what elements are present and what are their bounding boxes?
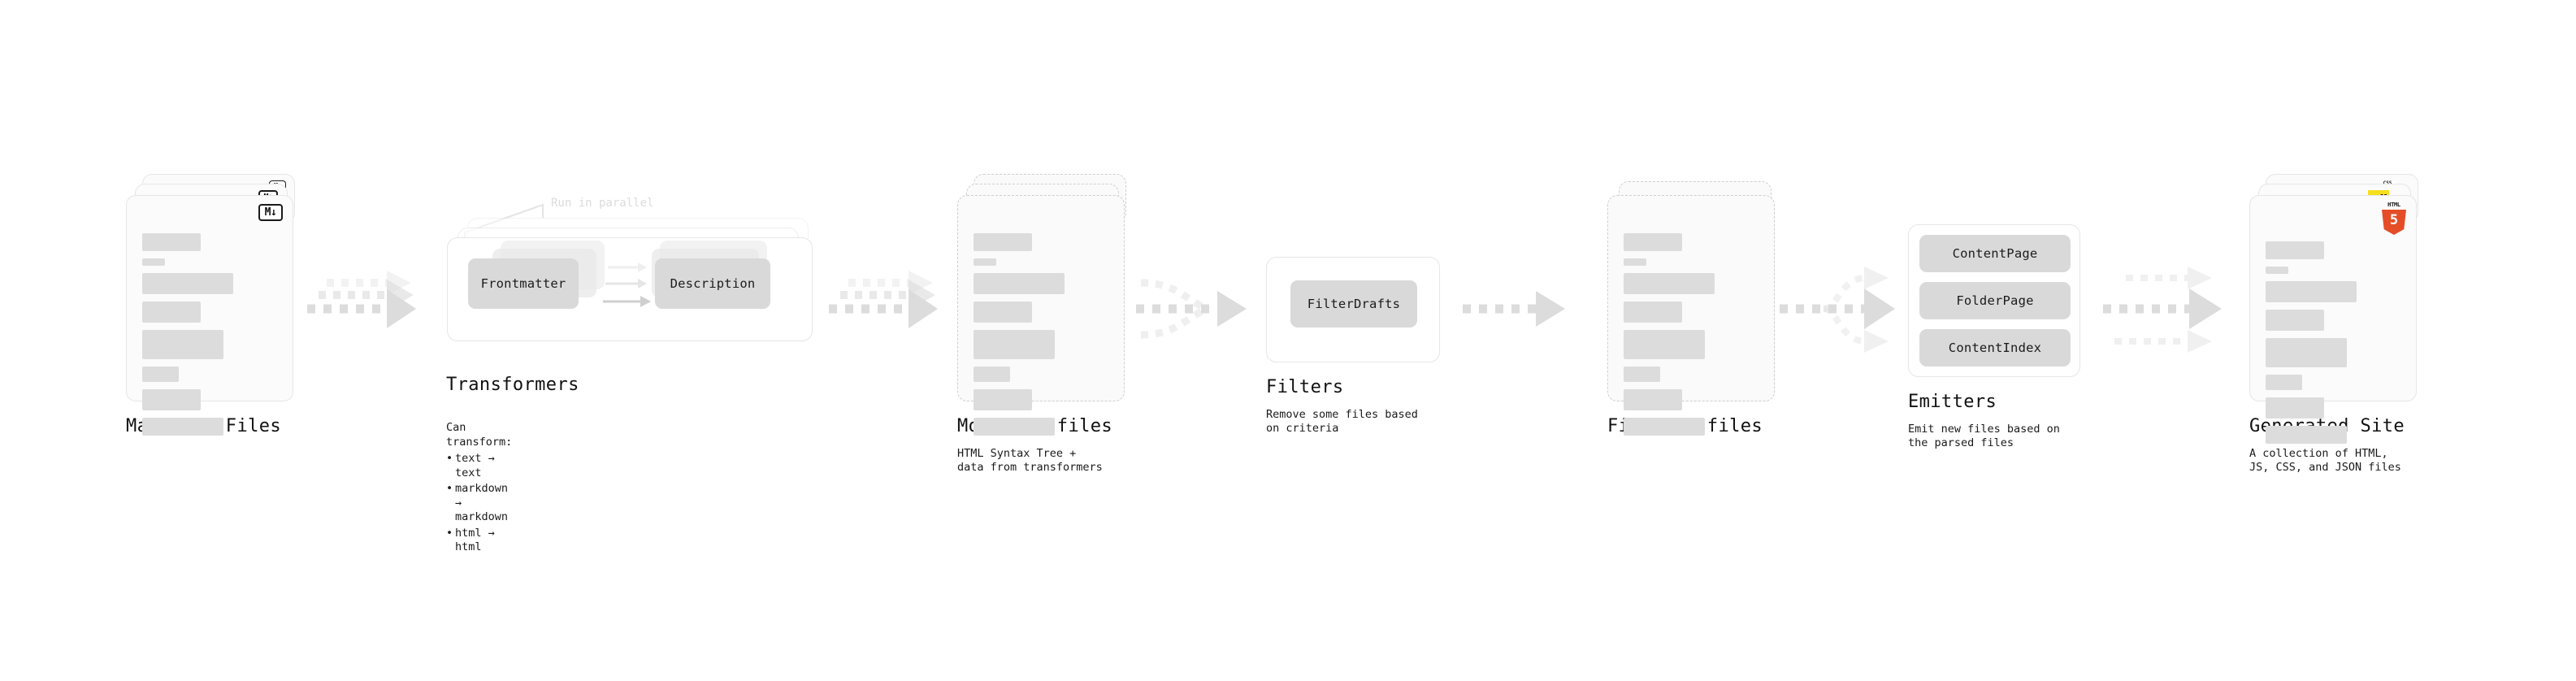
skeleton-bar xyxy=(2266,397,2324,419)
skeleton-bar xyxy=(1624,418,1705,436)
pill-folderpage[interactable]: FolderPage xyxy=(1919,282,2071,319)
stage-subtitle: A collection of HTML, JS, CSS, and JSON … xyxy=(2249,447,2401,474)
site-skeleton-bars xyxy=(2266,241,2405,451)
arrow-filtered-to-emitters xyxy=(1780,252,1934,366)
skeleton-bar xyxy=(142,367,179,382)
skeleton-bar xyxy=(2266,281,2357,302)
transformer-inner-arrows xyxy=(603,262,651,307)
page-title: Emitters xyxy=(1908,392,1997,412)
skeleton-bar xyxy=(2266,375,2302,390)
skeleton-bar xyxy=(142,330,223,359)
skeleton-bar xyxy=(2266,310,2324,331)
skeleton-bar xyxy=(974,273,1065,294)
html5-icon-label: HTML xyxy=(2387,202,2400,208)
pill-filterdrafts[interactable]: FilterDrafts xyxy=(1290,280,1417,327)
arrow-modified-to-filters xyxy=(1136,268,1258,349)
skeleton-bar xyxy=(2266,338,2347,367)
pill-filterdrafts-label: FilterDrafts xyxy=(1307,297,1401,311)
skeleton-bar xyxy=(2266,426,2347,444)
filtered-card-stack xyxy=(1607,181,1775,436)
pill-folderpage-label: FolderPage xyxy=(1956,293,2034,308)
markdown-card: M↓ xyxy=(126,195,293,436)
arrow-markdown-to-transformers xyxy=(307,268,416,349)
skeleton-bar xyxy=(142,258,165,266)
filtered-card xyxy=(1607,195,1775,436)
css-icon-label: CSS xyxy=(2383,181,2392,186)
arrow-transformers-to-modified xyxy=(829,268,938,349)
skeleton-bar xyxy=(2266,241,2324,259)
pill-contentpage[interactable]: ContentPage xyxy=(1919,235,2071,272)
skeleton-bar xyxy=(142,301,201,323)
skeleton-bar xyxy=(974,418,1055,436)
pill-frontmatter-label: Frontmatter xyxy=(480,276,566,291)
pill-description[interactable]: Description xyxy=(655,258,770,309)
skeleton-bar xyxy=(1624,301,1682,323)
modified-skeleton-bars xyxy=(974,233,1112,443)
arrow-emitters-to-site xyxy=(2103,252,2266,366)
skeleton-bar xyxy=(974,330,1055,359)
skeleton-bar xyxy=(1624,389,1682,410)
skeleton-bar xyxy=(974,233,1032,251)
skeleton-bar xyxy=(142,418,223,436)
list-item: markdown → markdown xyxy=(446,482,512,525)
stage-emitters: ContentPage FolderPage ContentIndex Emit… xyxy=(1908,224,2080,450)
page-title: Transformers xyxy=(446,375,579,395)
list-item: html → html xyxy=(446,527,512,555)
stage-subtitle: Remove some files based on criteria xyxy=(1266,408,1418,435)
filters-box: FilterDrafts xyxy=(1266,257,1440,362)
generated-site-card: HTML 5 xyxy=(2249,195,2417,444)
filtered-skeleton-bars xyxy=(1624,233,1763,443)
skeleton-bar xyxy=(1624,233,1682,251)
skeleton-bar xyxy=(1624,367,1660,382)
page-title: Filters xyxy=(1266,377,1344,397)
skeleton-bar xyxy=(1624,258,1646,266)
modified-card-stack xyxy=(957,174,1126,436)
stage-filtered-files: Filtered files xyxy=(1607,181,1775,436)
markdown-card-stack: M↓ M↓ M↓ xyxy=(126,174,295,436)
markdown-icon: M↓ xyxy=(258,204,283,221)
bullets-heading: Can transform: xyxy=(446,421,513,449)
html5-icon-shield: 5 xyxy=(2382,210,2406,235)
pill-contentpage-label: ContentPage xyxy=(1952,246,2038,261)
transformers-bullets: Can transform: text → text markdown → ma… xyxy=(446,421,512,557)
modified-card xyxy=(957,195,1125,436)
skeleton-bar xyxy=(1624,273,1715,294)
pill-contentindex-label: ContentIndex xyxy=(1948,340,2042,355)
skeleton-bar xyxy=(142,389,201,410)
skeleton-bar xyxy=(974,389,1032,410)
skeleton-bar xyxy=(1624,330,1705,359)
html5-icon: HTML 5 xyxy=(2380,202,2408,235)
html5-icon-digit: 5 xyxy=(2389,212,2399,228)
stage-subtitle: HTML Syntax Tree + data from transformer… xyxy=(957,447,1103,474)
stage-filters: FilterDrafts Filters Remove some files b… xyxy=(1266,257,1440,436)
skeleton-bar xyxy=(974,367,1010,382)
emitters-box: ContentPage FolderPage ContentIndex xyxy=(1908,224,2080,377)
stage-modified-files: Modified files HTML Syntax Tree + data f… xyxy=(957,174,1126,475)
pill-description-label: Description xyxy=(670,276,756,291)
stage-markdown-files: M↓ M↓ M↓ Markdown Files xyxy=(126,174,295,436)
markdown-skeleton-bars xyxy=(142,233,281,443)
stage-generated-site: CSS JS HTML 5 xyxy=(2249,174,2418,475)
stage-subtitle: Emit new files based on the parsed files xyxy=(1908,423,2060,449)
skeleton-bar xyxy=(142,233,201,251)
skeleton-bar xyxy=(2266,267,2288,274)
pill-contentindex[interactable]: ContentIndex xyxy=(1919,329,2071,367)
skeleton-bar xyxy=(974,301,1032,323)
arrow-filters-to-filtered xyxy=(1463,268,1576,349)
pill-frontmatter[interactable]: Frontmatter xyxy=(468,258,579,309)
skeleton-bar xyxy=(142,273,233,294)
run-in-parallel-label: Run in parallel xyxy=(551,197,654,210)
skeleton-bar xyxy=(974,258,996,266)
list-item: text → text xyxy=(446,452,512,480)
site-card-stack: CSS JS HTML 5 xyxy=(2249,174,2418,444)
